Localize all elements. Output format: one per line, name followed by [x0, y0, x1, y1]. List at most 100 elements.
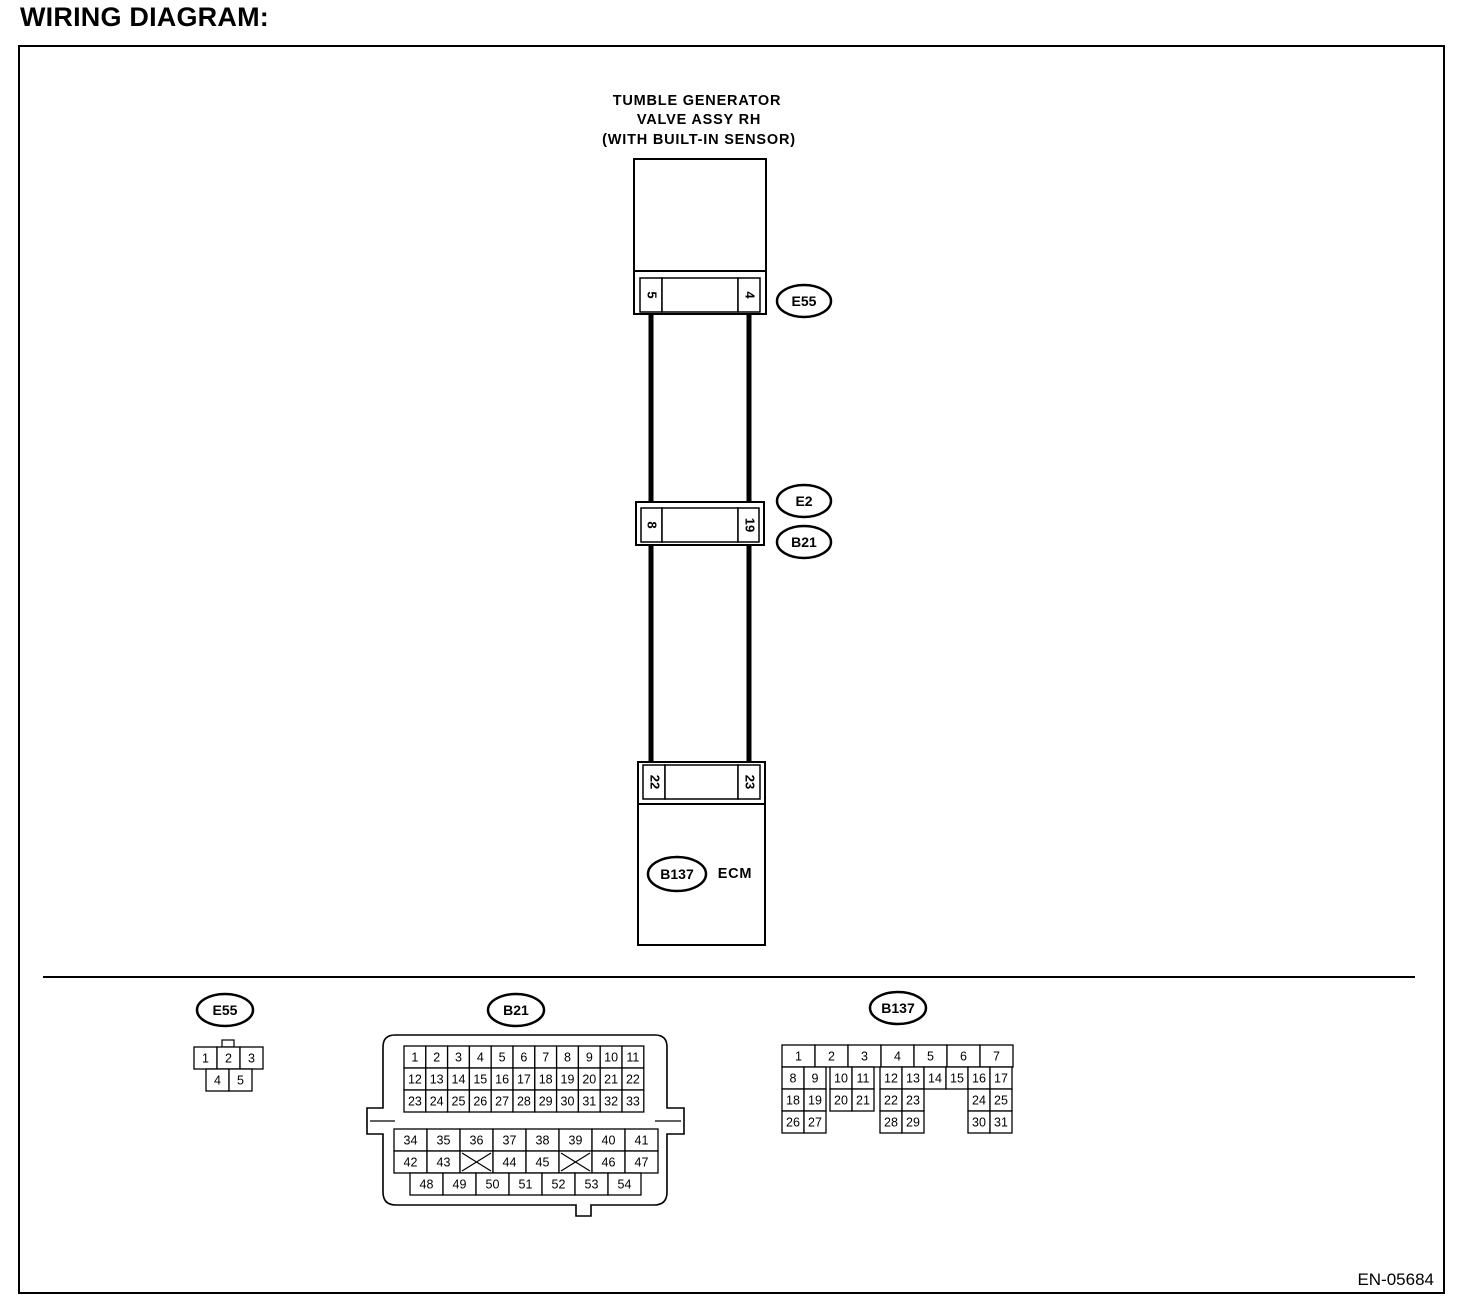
- pin-cell: 32: [599, 1089, 623, 1113]
- pin-cell: 28: [879, 1110, 903, 1134]
- pin-cell: 16: [490, 1067, 514, 1091]
- pin-cell: 11: [851, 1066, 875, 1090]
- pin-number: 41: [635, 1134, 649, 1148]
- pin-number: 12: [884, 1072, 898, 1086]
- pin-cell: 38: [525, 1128, 560, 1152]
- pin-cell: 9: [577, 1045, 601, 1069]
- pin-cell: 1: [193, 1046, 218, 1070]
- pin-cell: 9: [803, 1066, 827, 1090]
- pin-cell: 5: [913, 1044, 948, 1068]
- page-title: WIRING DIAGRAM:: [20, 2, 269, 32]
- connector-id-oval: B21: [775, 524, 833, 560]
- pin-number: 23: [906, 1094, 920, 1108]
- pin-number: 38: [536, 1134, 550, 1148]
- pin-cell: 10: [829, 1066, 853, 1090]
- pin-number: 35: [437, 1134, 451, 1148]
- pin-cell: 46: [591, 1150, 626, 1174]
- pin-cell: 24: [425, 1089, 449, 1113]
- pin-number: 47: [635, 1156, 649, 1170]
- pin-cell: 13: [425, 1067, 449, 1091]
- pin-cell: 3: [847, 1044, 882, 1068]
- pin-number: 3: [248, 1052, 255, 1066]
- pin-cell: 27: [803, 1110, 827, 1134]
- pin-cell: 4: [468, 1045, 492, 1069]
- pin-number: 7: [993, 1050, 1000, 1064]
- pin-cell: 29: [901, 1110, 925, 1134]
- pin-cell: 40: [591, 1128, 626, 1152]
- pin-number: 54: [618, 1178, 632, 1192]
- pin-cell: 14: [923, 1066, 947, 1090]
- pin-label: 5: [645, 291, 660, 298]
- pin-number: 44: [503, 1156, 517, 1170]
- pin-cell: 18: [781, 1088, 805, 1112]
- pin-number: 7: [542, 1051, 549, 1065]
- pin-number: 46: [602, 1156, 616, 1170]
- connector-id-oval: B137: [646, 855, 708, 893]
- component-label-line-2: VALVE ASSY RH: [637, 112, 761, 128]
- pin-box: [737, 764, 761, 800]
- pin-number: 43: [437, 1156, 451, 1170]
- pin-number: 34: [404, 1134, 418, 1148]
- pin-cell: 27: [490, 1089, 514, 1113]
- connector-body: [664, 764, 739, 800]
- pin-number: 11: [626, 1051, 639, 1065]
- pin-cell: 22: [621, 1067, 645, 1091]
- pin-cell: 25: [446, 1089, 471, 1113]
- pin-number: 53: [585, 1178, 599, 1192]
- pin-number: 26: [473, 1095, 487, 1109]
- pin-cell: 23: [403, 1089, 427, 1113]
- pin-cell: 17: [989, 1066, 1013, 1090]
- pin-cell: 8: [781, 1066, 805, 1090]
- pin-cell: 12: [879, 1066, 903, 1090]
- pin-cell: 31: [989, 1110, 1013, 1134]
- pin-cell: 47: [624, 1150, 659, 1174]
- pin-cell: 2: [425, 1045, 449, 1069]
- pin-cell: 30: [555, 1089, 580, 1113]
- connector-e55: 5 4: [633, 270, 767, 315]
- pin-cell: 5: [228, 1068, 253, 1092]
- pin-number: 50: [486, 1178, 500, 1192]
- pin-label: 23: [743, 775, 758, 789]
- pin-cell: 53: [574, 1172, 609, 1196]
- pin-cell: 45: [525, 1150, 560, 1174]
- pin-number: 32: [604, 1095, 618, 1109]
- pin-cell: 1: [781, 1044, 816, 1068]
- pin-number: 28: [517, 1095, 531, 1109]
- pin-cell: 41: [624, 1128, 659, 1152]
- pin-number: 48: [420, 1178, 434, 1192]
- svg-text:E2: E2: [795, 493, 812, 509]
- locking-tab: [221, 1039, 235, 1048]
- pin-cell: 31: [577, 1089, 601, 1113]
- pin-cell: 48: [409, 1172, 444, 1196]
- pin-cell: 34: [393, 1128, 428, 1152]
- pin-number: 16: [972, 1072, 986, 1086]
- pin-number: 8: [790, 1072, 797, 1086]
- pin-cell: 21: [599, 1067, 623, 1091]
- ecm-label: ECM: [718, 866, 753, 882]
- pin-number: 19: [808, 1094, 822, 1108]
- pin-cell: 54: [607, 1172, 642, 1196]
- pin-cell: 14: [446, 1067, 471, 1091]
- pin-label: 8: [645, 521, 660, 528]
- pin-label: 22: [648, 775, 663, 789]
- pin-cell: 51: [508, 1172, 543, 1196]
- pin-number: 33: [626, 1095, 640, 1109]
- component-label-line-3: (WITH BUILT-IN SENSOR): [602, 132, 796, 148]
- pin-number: 29: [539, 1095, 553, 1109]
- pin-number: 27: [495, 1095, 509, 1109]
- pin-cell: 7: [534, 1045, 558, 1069]
- pin-cell: 6: [946, 1044, 981, 1068]
- connector-id-oval: B137: [868, 990, 928, 1026]
- pin-cell: 21: [851, 1088, 875, 1112]
- connector-id-oval: E2: [775, 483, 833, 519]
- pin-cell: 50: [475, 1172, 510, 1196]
- pin-number: 22: [884, 1094, 898, 1108]
- pin-number: 6: [960, 1050, 967, 1064]
- svg-text:E55: E55: [213, 1002, 238, 1018]
- pin-number: 52: [552, 1178, 566, 1192]
- pin-number: 20: [582, 1073, 596, 1087]
- component-label-line-1: TUMBLE GENERATOR: [613, 93, 782, 109]
- pin-cell: 19: [555, 1067, 580, 1091]
